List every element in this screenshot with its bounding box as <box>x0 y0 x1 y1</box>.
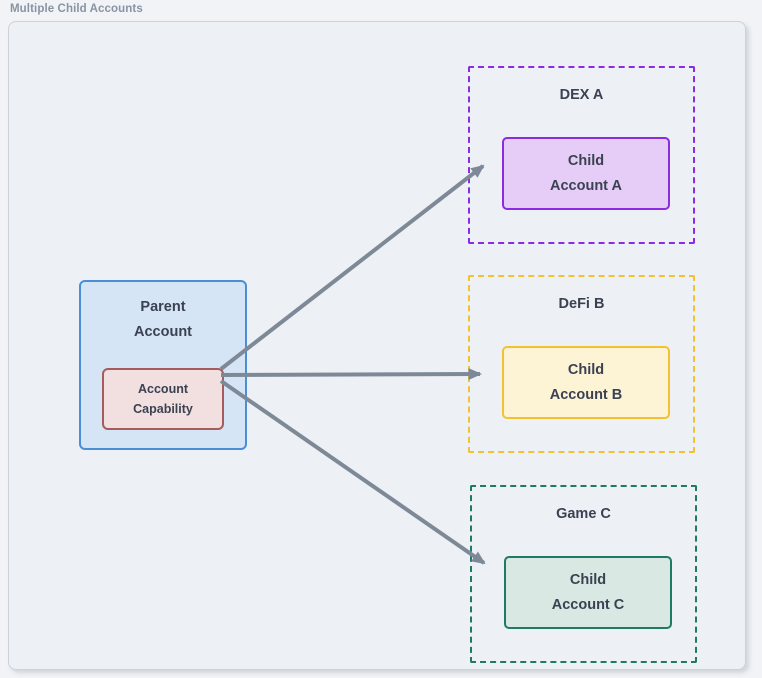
child-account-a-label: Child Account A <box>550 149 622 199</box>
child-account-a-box: Child Account A <box>502 137 670 210</box>
account-capability-box: Account Capability <box>102 368 224 430</box>
child-account-b-box: Child Account B <box>502 346 670 419</box>
group-defi-b: DeFi B Child Account B <box>468 275 695 453</box>
parent-account-label: Parent Account <box>81 295 245 345</box>
account-capability-label-line1: Account <box>138 382 188 396</box>
account-capability-label-line2: Capability <box>133 402 193 416</box>
child-account-b-label: Child Account B <box>550 358 623 408</box>
child-account-c-box: Child Account C <box>504 556 672 629</box>
child-account-c-label-line1: Child <box>569 571 607 588</box>
child-account-a-label-line2: Account A <box>550 177 622 194</box>
account-capability-label: Account Capability <box>133 379 193 419</box>
group-game-c-label: Game C <box>556 506 611 522</box>
diagram-title: Multiple Child Accounts <box>10 3 143 15</box>
group-defi-b-label: DeFi B <box>558 296 605 312</box>
group-dex-a-label: DEX A <box>559 87 604 103</box>
group-dex-a: DEX A Child Account A <box>468 66 695 244</box>
diagram-canvas: Parent Account Account Capability DEX A … <box>8 21 746 670</box>
parent-account-box: Parent Account Account Capability <box>79 280 247 450</box>
child-account-a-label-line1: Child <box>567 152 605 169</box>
child-account-c-label-line2: Account C <box>551 596 625 613</box>
child-account-b-label-line1: Child <box>567 361 605 378</box>
parent-account-label-line1: Parent <box>140 299 186 315</box>
child-account-c-label: Child Account C <box>552 568 625 618</box>
child-account-b-label-line2: Account B <box>549 386 623 403</box>
group-game-c: Game C Child Account C <box>470 485 697 663</box>
parent-account-label-line2: Account <box>134 324 192 340</box>
